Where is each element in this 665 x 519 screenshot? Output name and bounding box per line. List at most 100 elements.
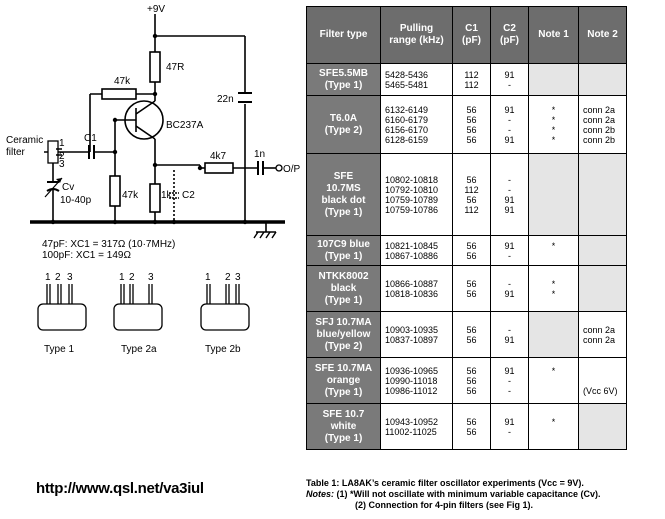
c2-cell: 91-- (490, 357, 529, 404)
output-cap-label: 1n (254, 149, 265, 160)
caption-line-3: (2) Connection for 4-pin filters (see Fi… (355, 500, 534, 510)
cell-line (583, 376, 626, 386)
cell-line: 56 (466, 104, 477, 115)
cell-line: 10903-10935 (385, 324, 439, 335)
cell-line: - (508, 79, 511, 90)
note-2-cell (578, 403, 627, 450)
c2-label: C2 (182, 190, 195, 201)
note-2-cell (578, 153, 627, 236)
table-caption: Table 1: LA8AK’s ceramic filter oscillat… (306, 478, 601, 511)
cell-line: * (551, 240, 556, 251)
note-1-cell (528, 63, 579, 96)
output-label: O/P (283, 164, 300, 175)
reactance-note-1: 47pF: XC1 = 317Ω (10·7MHz) (42, 239, 176, 250)
cell-line: - (508, 124, 511, 135)
cell-line: conn 2a (583, 104, 616, 115)
filter-pin-3: 3 (59, 159, 65, 170)
cell-line: 10759-10789 (385, 194, 439, 205)
cell-line: 91 (504, 194, 515, 205)
cell-line: * (551, 365, 556, 376)
pin-number: 3 (235, 272, 241, 283)
pin-number: 2 (129, 272, 135, 283)
cell-line: 56 (466, 334, 477, 345)
cell-line: 91 (504, 104, 515, 115)
cell-line: (Type 1) (324, 294, 363, 306)
note-2-cell (578, 265, 627, 312)
c2-cell: 91- (490, 63, 529, 96)
cell-line: - (508, 426, 511, 437)
cell-line: 56 (466, 365, 477, 376)
cell-line: 56 (466, 416, 477, 427)
cell-line: (Type 1) (324, 432, 363, 444)
cell-line: 10792-10810 (385, 184, 439, 195)
note-1-cell: ** (528, 265, 579, 312)
cell-line: (Type 1) (324, 79, 363, 91)
cell-line: 10936-10965 (385, 365, 439, 376)
pin-number: 1 (205, 272, 211, 283)
cv-range-label: 10-40p (60, 195, 92, 206)
cell-line: * (551, 288, 556, 299)
cell-line: (Type 1) (324, 206, 363, 218)
pin-number: 2 (225, 272, 231, 283)
cell-line: conn 2b (583, 124, 616, 135)
note-1-cell: * (528, 403, 579, 450)
cell-line: blue/yellow (316, 328, 371, 340)
transistor-label: BC237A (166, 120, 204, 131)
cell-line: NTKK8002 (318, 270, 369, 282)
header-c1: C1 (pF) (452, 6, 491, 64)
cell-line: black (330, 282, 357, 294)
pin-number: 1 (119, 272, 125, 283)
supply-label: +9V (147, 4, 165, 15)
caption-line-2: (1) *Will not oscillate with minimum var… (336, 489, 601, 499)
cell-line: (Type 1) (324, 250, 363, 262)
cell-line: 112 (464, 79, 479, 90)
filter-pin-1: 1 (59, 138, 65, 149)
cell-line: - (508, 114, 511, 125)
bias-resistor-label: 47k (114, 76, 131, 87)
cell-line: SFE 10.7 (322, 408, 365, 420)
cell-line: - (508, 278, 511, 289)
cell-line: 56 (466, 174, 477, 185)
cell-line: 10867-10886 (385, 250, 439, 261)
cell-line: 56 (466, 114, 477, 125)
emitter-resistor-label: 1k (161, 190, 173, 201)
pinout-label: Type 2b (205, 344, 241, 355)
cell-line: conn 2a (583, 334, 616, 345)
cell-line: 91 (504, 204, 515, 215)
header-note-2: Note 2 (578, 6, 627, 64)
cell-line: conn 2b (583, 134, 616, 145)
pinout-type-2a: 1 2 3 Type 2a (113, 272, 163, 355)
cell-line: (Type 2) (324, 340, 363, 352)
filter-name-cell: 107C9 blue(Type 1) (306, 235, 381, 266)
c2-cell: 91- (490, 235, 529, 266)
pin-number: 3 (67, 272, 73, 283)
pinout-label: Type 2a (121, 344, 157, 355)
cell-line: 56 (466, 240, 477, 251)
note-2-cell (578, 235, 627, 266)
cell-line: 91 (504, 334, 515, 345)
cell-line: SFE (333, 170, 354, 182)
cell-line: 56 (466, 385, 477, 396)
base-resistor-label: 47k (122, 190, 139, 201)
bypass-cap-label: 22n (217, 94, 234, 105)
cell-line: 91 (504, 69, 515, 80)
cell-line: 10837-10897 (385, 334, 439, 345)
cell-line: SFE 10.7MA (314, 362, 373, 374)
cell-line: white (330, 420, 357, 432)
note-1-cell (528, 311, 579, 358)
cell-line (529, 386, 578, 396)
